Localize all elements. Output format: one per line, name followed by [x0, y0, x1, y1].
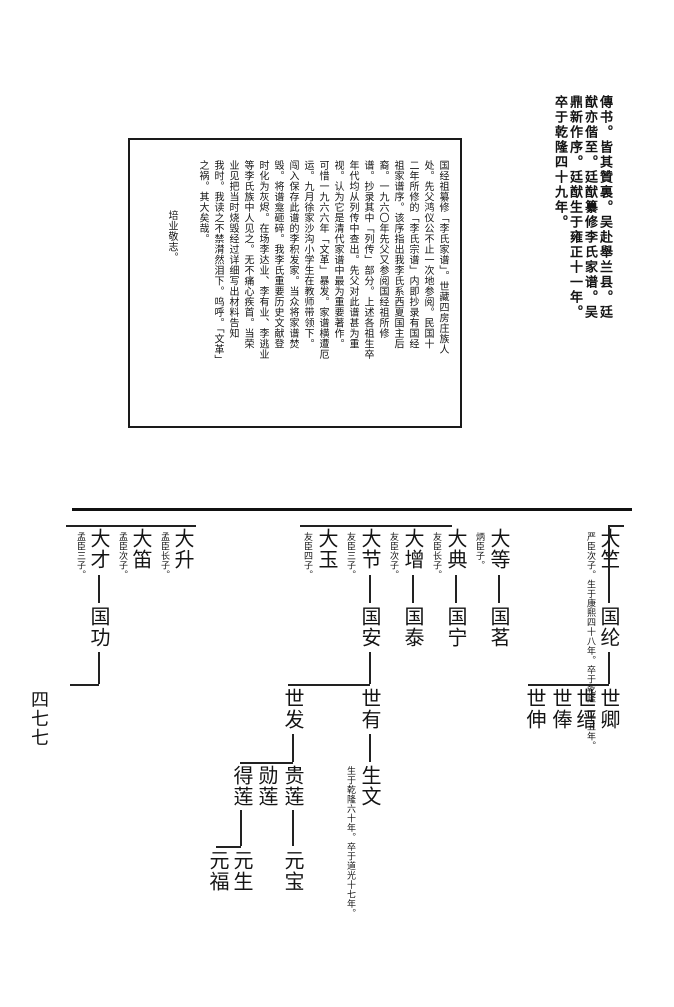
bracket-line: [608, 525, 610, 575]
gen1-sub: 炳臣子。: [474, 532, 484, 570]
commentary-col: 业见把当时烧毁经过详细写出材料告知: [227, 160, 238, 339]
commentary-col: 运。九月徐家沙沟小学生在教师带领下。: [302, 160, 313, 349]
gen1-sub: 友臣长子。: [431, 532, 441, 580]
connector-line: [455, 575, 457, 603]
commentary-col: 闯入保存此谱的李积发家。当众将家谱焚: [287, 160, 298, 349]
gen1-sub: 孟臣三子。: [75, 532, 85, 580]
gen1-name: 大升: [171, 528, 195, 570]
gen4-name: 贵莲: [281, 765, 305, 807]
connector-line: [412, 575, 414, 603]
header-note-col-3: 鼎新作序。廷猷生于雍正十一年。: [567, 95, 582, 320]
commentary-col: 祖家谱序。该序指出我李氏系西夏国主后: [392, 160, 403, 349]
bracket-line: [288, 684, 370, 686]
commentary-col: 谱。抄录其中「列传」部分。上述各祖生卒: [362, 160, 373, 360]
commentary-col: 我时。我读之不禁潸然泪下。呜呼。「文革」: [212, 160, 223, 365]
bracket-line: [528, 684, 609, 686]
gen1-sub: 孟臣长子。: [159, 532, 169, 580]
gen1-name: 大玉: [315, 528, 339, 570]
gen3-name: 世有: [358, 688, 382, 730]
gen3-name: 世缙: [573, 688, 597, 730]
gen1-sub: 严臣次子。生于康熙四十八年。卒于乾隆二十五年。: [585, 532, 595, 751]
connector-line: [240, 810, 242, 846]
connector-line: [369, 575, 371, 603]
header-note-col-2: 猷亦偕至。廷猷纂修李氏家谱。吴: [582, 95, 597, 320]
bracket-line: [70, 684, 99, 686]
gen1-name: 大节: [358, 528, 382, 570]
gen2-name: 国泰: [401, 606, 425, 648]
connector-line: [98, 575, 100, 603]
section-rule: [72, 508, 632, 511]
gen1-sub: 孟臣次子。: [117, 532, 127, 580]
gen1-name: 大等: [487, 528, 511, 570]
commentary-box: [128, 138, 462, 428]
gen2-name: 国安: [358, 606, 382, 648]
gen1-sub: 友臣次子。: [388, 532, 398, 580]
gen2-name: 国纶: [597, 606, 621, 648]
commentary-col: 裔。一九六〇年先父又参阅国经祖所修: [377, 160, 388, 339]
connector-line: [608, 575, 610, 603]
gen2-name: 国功: [87, 606, 111, 648]
connector-line: [292, 734, 294, 762]
gen1-name: 大增: [401, 528, 425, 570]
gen4-name: 生文: [358, 765, 382, 807]
connector-line: [369, 652, 371, 684]
bracket-line: [300, 525, 452, 527]
commentary-signature: 培业敬志。: [166, 210, 177, 263]
commentary-col: 时化为灰烬。在场李达业、李有业、李逃业: [257, 160, 268, 360]
page-number: 四七七: [28, 690, 49, 747]
commentary-col: 视。认为它是清代家谱中最为重要著作。: [332, 160, 343, 349]
commentary-col: 国经祖纂修「李氏家谱」。世藏四房庄族人: [437, 160, 448, 355]
gen4-sub: 生于乾隆六十年。卒于道光十七年。: [345, 766, 355, 918]
gen4-name: 得莲: [230, 765, 254, 807]
gen1-name: 大才: [87, 528, 111, 570]
gen3-name: 世卿: [597, 688, 621, 730]
connector-line: [98, 652, 100, 684]
gen4-name: 勋莲: [255, 765, 279, 807]
commentary-col: 可惜一九六六年「文革」暴发。家谱横遭厄: [317, 160, 328, 360]
commentary-col: 等李氏族中人见之。无不痛心疾首。当荣: [242, 160, 253, 349]
bracket-line: [608, 525, 624, 527]
commentary-col: 处。先父鸿仪公不止一次地参阅。民国十: [422, 160, 433, 349]
gen2-name: 国茗: [487, 606, 511, 648]
commentary-col: 之祸。其大矣哉。: [197, 160, 208, 244]
gen3-name: 世俸: [549, 688, 573, 730]
bracket-line: [216, 846, 241, 848]
commentary-col: 二年所修的「李氏宗谱」内即抄录有国经: [407, 160, 418, 349]
gen1-name: 大笛: [129, 528, 153, 570]
gen2-name: 国宁: [444, 606, 468, 648]
gen1-name: 大典: [444, 528, 468, 570]
gen1-sub: 友臣四子。: [302, 532, 312, 580]
gen5-name: 元生: [230, 850, 254, 892]
bracket-line: [240, 762, 293, 764]
connector-line: [369, 734, 371, 762]
connector-line: [292, 810, 294, 846]
gen5-name: 元福: [206, 850, 230, 892]
header-note-col-4: 卒于乾隆四十九年。: [552, 95, 567, 230]
gen5-name: 元宝: [281, 850, 305, 892]
header-note-col-1: 傳书。皆其贊裏。吴赴舉兰县。廷: [597, 95, 612, 320]
connector-line: [498, 575, 500, 603]
connector-line: [608, 652, 610, 684]
commentary-col: 毁。将谱龛砸碎。我李氏重要历史文献登: [272, 160, 283, 349]
gen1-sub: 友臣三子。: [345, 532, 355, 580]
gen3-name: 世伸: [523, 688, 547, 730]
gen3-name: 世发: [281, 688, 305, 730]
bracket-line: [66, 525, 196, 527]
commentary-col: 年代均从列传中查出。先父对此谱甚为重: [347, 160, 358, 349]
